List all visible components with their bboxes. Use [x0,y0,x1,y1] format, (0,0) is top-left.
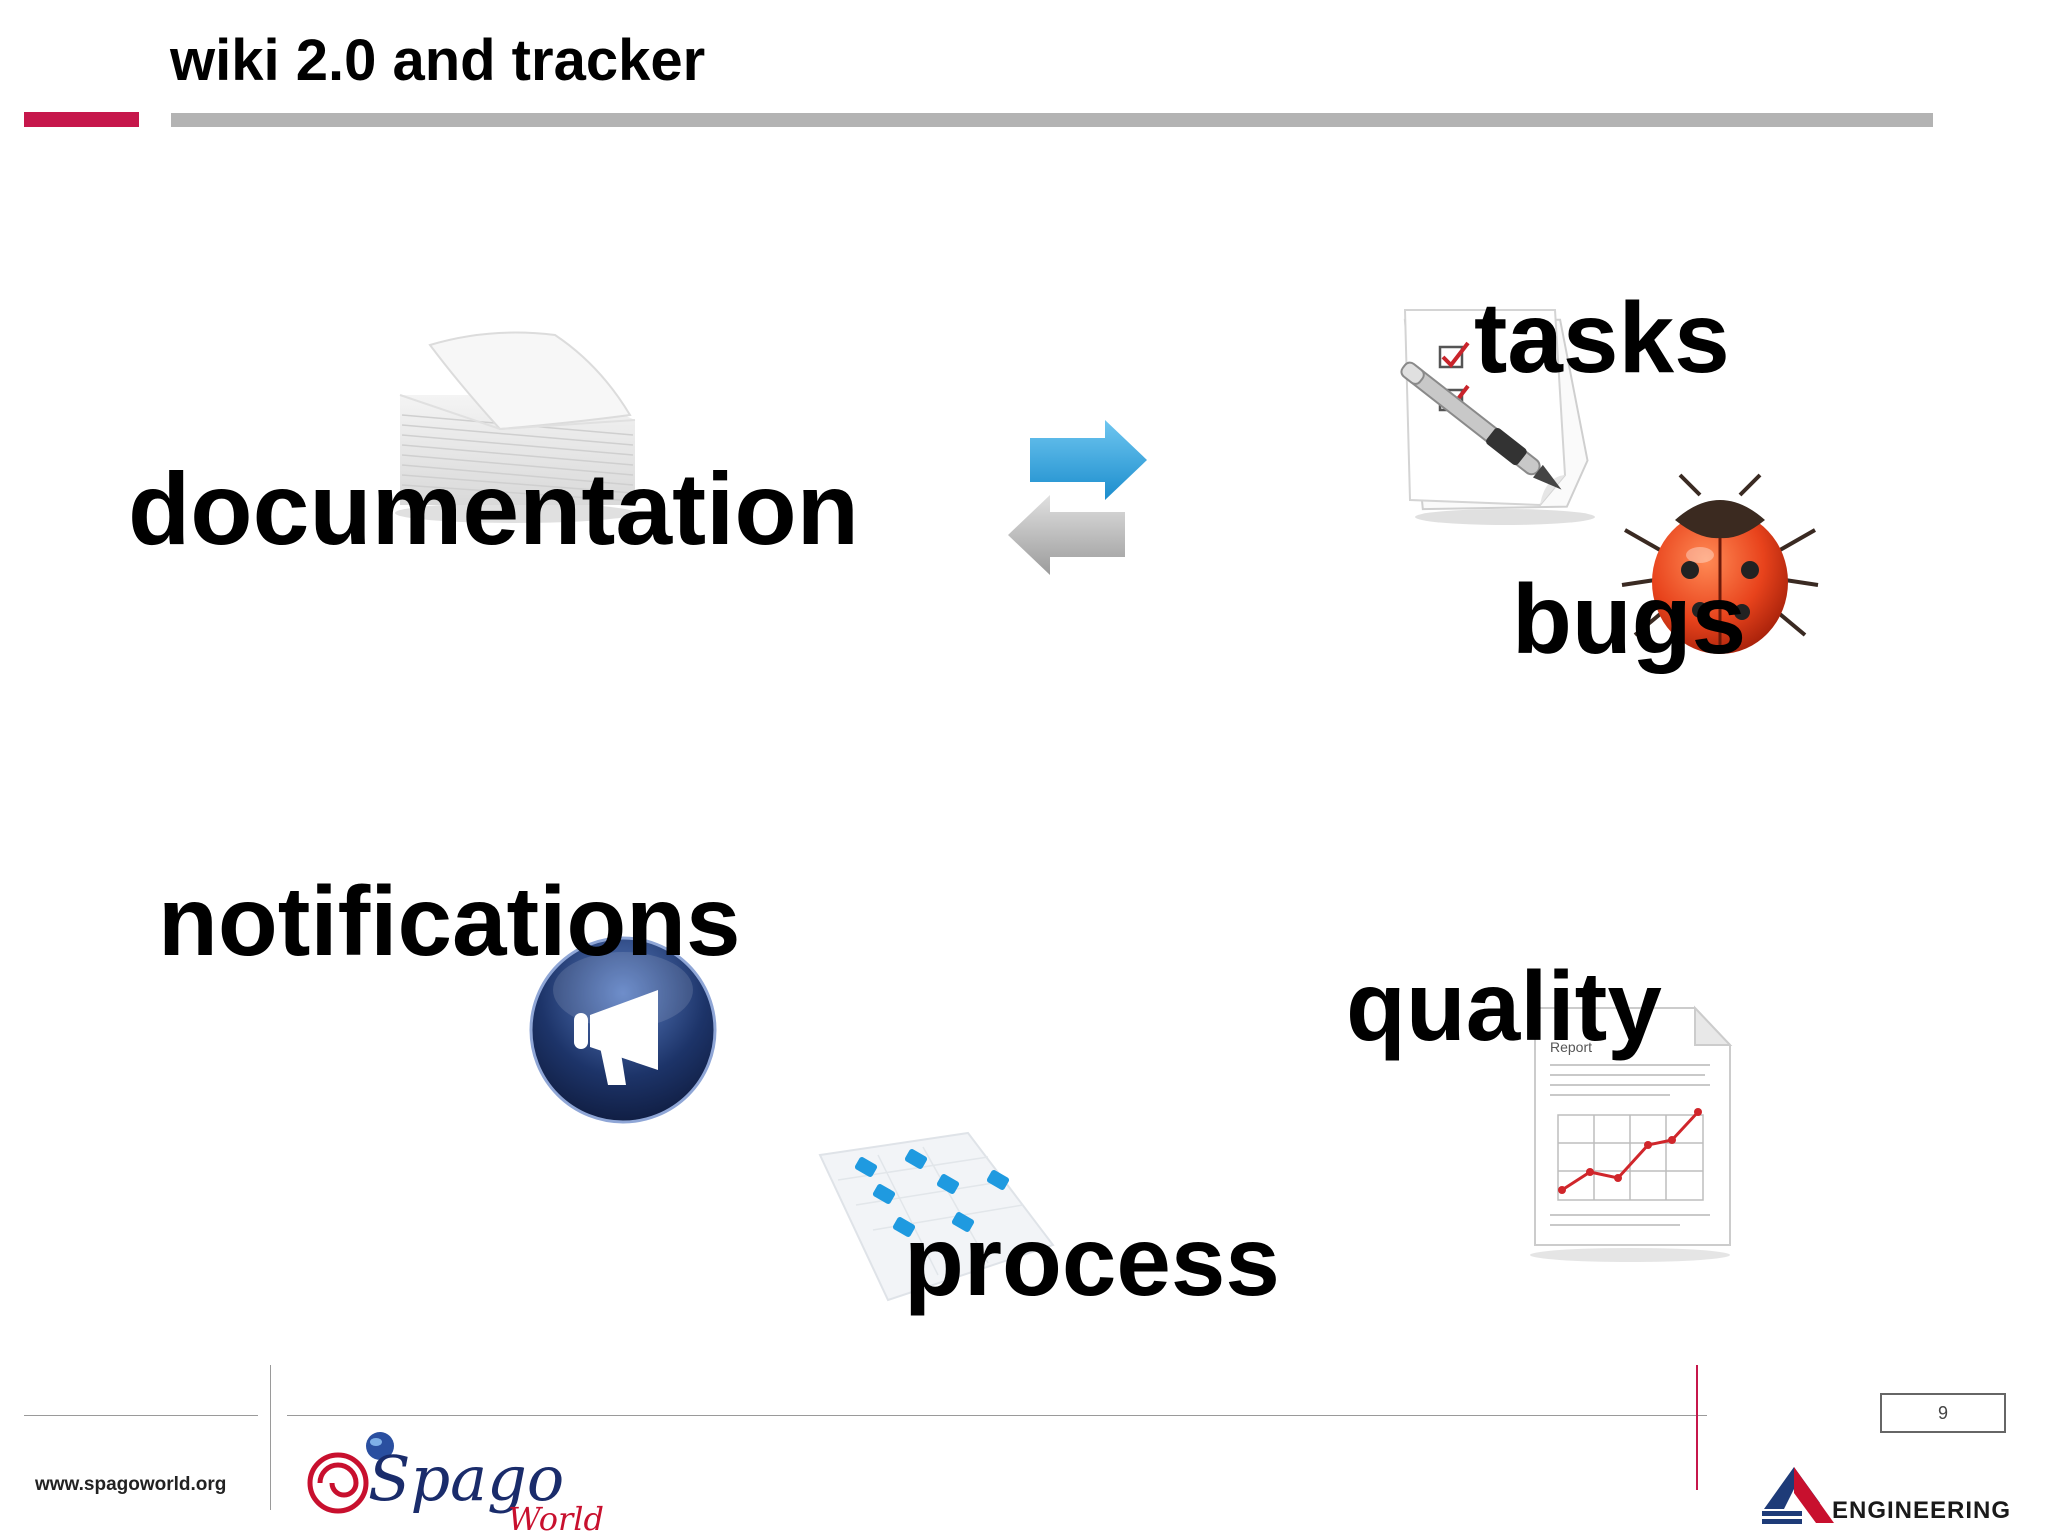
engineering-logo-icon [1762,1467,1834,1524]
footer-separator-right [1696,1365,1698,1490]
word-bugs: bugs [1512,564,1747,674]
spago-logo-sub: World [508,1500,604,1536]
title-accent-bar [24,112,139,127]
process-grid-icon [818,1131,1055,1302]
word-notifications: notifications [158,866,741,976]
megaphone-icon [529,936,717,1124]
word-quality: quality [1346,951,1662,1061]
footer-url[interactable]: www.spagoworld.org [35,1474,227,1495]
report-heading: Report [1550,1039,1592,1055]
slide-title: wiki 2.0 and tracker [170,28,706,93]
word-process: process [904,1206,1280,1316]
word-documentation: documentation [128,452,859,566]
checklist-pen-icon [1400,309,1595,525]
spagoworld-logo: Spago World [307,1432,604,1536]
footer-rule-left [24,1415,258,1416]
footer-separator-left [270,1365,271,1510]
ladybug-icon [1621,473,1819,654]
title-rule [171,113,1933,127]
footer-rule-right [287,1415,1707,1416]
report-chart-icon: Report [1530,1005,1733,1262]
page-number: 9 [1880,1393,2006,1433]
spago-logo-name: Spago [368,1442,564,1515]
paper-stack-icon [395,331,636,523]
word-tasks: tasks [1474,282,1730,394]
sync-arrows-icon [1008,420,1147,575]
engineering-logo-text: ENGINEERING [1832,1497,2012,1524]
